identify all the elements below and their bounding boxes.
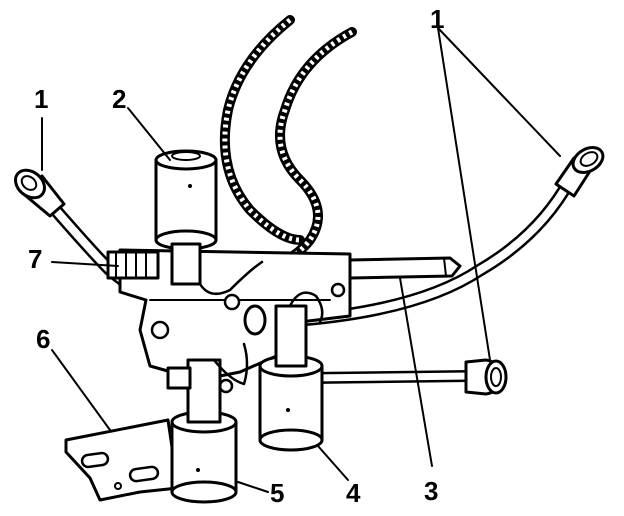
callout-2: 2 <box>112 84 126 114</box>
left-cable-end-fitting <box>14 168 66 218</box>
callout-3: 3 <box>424 476 438 506</box>
callout-4: 4 <box>346 478 361 508</box>
wire-leads <box>198 260 324 386</box>
mounting-bracket <box>64 418 180 502</box>
callout-5: 5 <box>270 478 284 508</box>
callout-1-right: 1 <box>430 4 444 34</box>
spiral-wire-harness <box>219 15 357 271</box>
callout-7: 7 <box>28 244 42 274</box>
right-cable-end-fitting <box>554 146 605 198</box>
motor-right <box>243 304 324 452</box>
horizontal-drive-cable <box>304 358 508 396</box>
motor-lower <box>166 358 238 504</box>
motor-upper <box>154 149 218 286</box>
callout-1-left: 1 <box>34 84 48 114</box>
callout-6: 6 <box>36 324 50 354</box>
leader-lines <box>41 27 561 493</box>
